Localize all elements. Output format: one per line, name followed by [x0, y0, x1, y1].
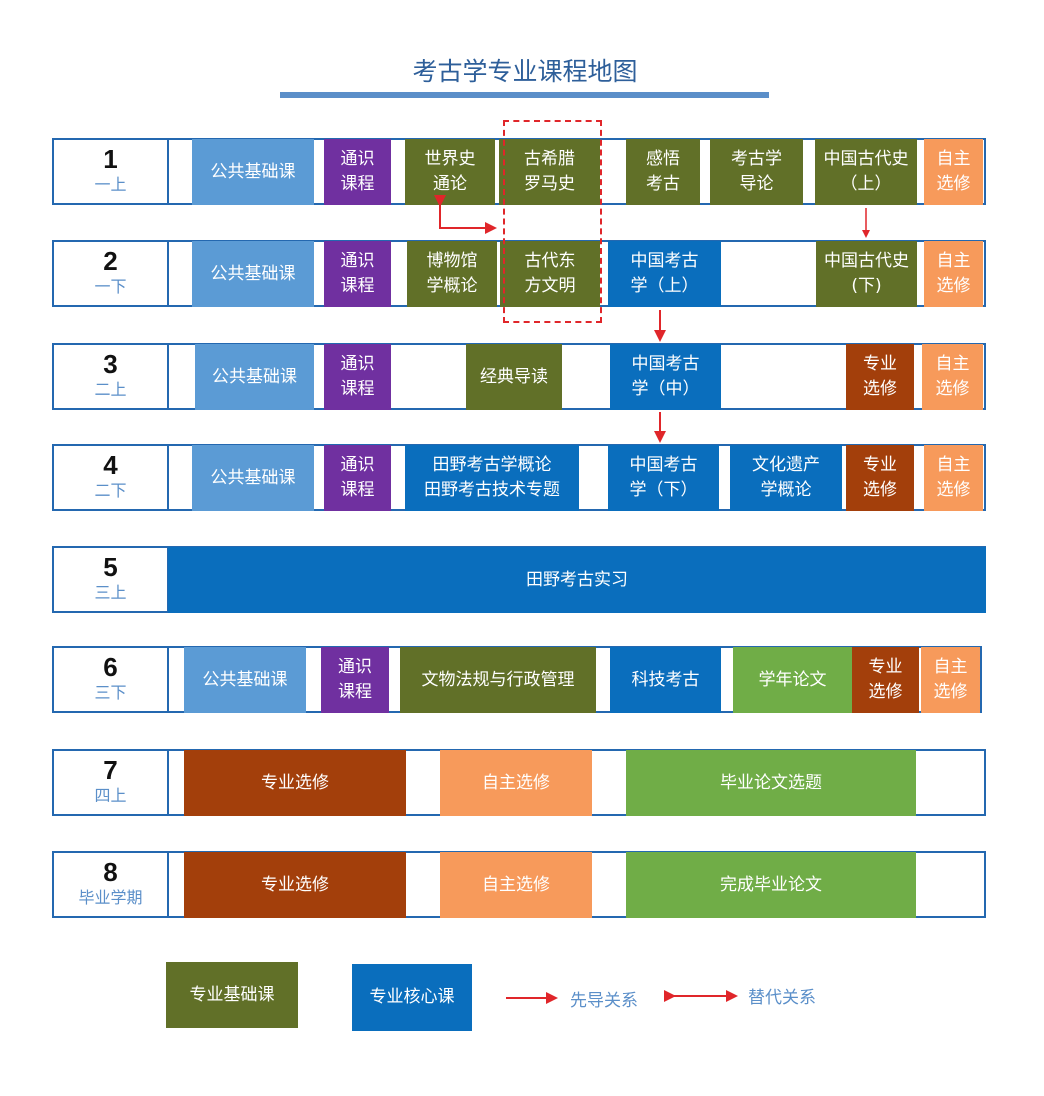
course-block-thesis: 学年论文 [733, 647, 852, 713]
course-block-major: 专业选修 [184, 750, 406, 816]
course-block-public: 公共基础课 [184, 647, 306, 713]
course-block-base: 考古学 导论 [710, 139, 803, 205]
course-block-base: 古代东 方文明 [500, 241, 600, 307]
course-block-free: 自主选修 [440, 852, 592, 918]
legend-replace-label: 替代关系 [748, 988, 816, 1008]
course-block-public: 公共基础课 [192, 241, 314, 307]
semester-name: 二上 [94, 380, 127, 399]
course-block-free: 自主 选修 [924, 241, 983, 307]
semester-name: 三下 [94, 683, 127, 702]
semester-number: 4 [103, 450, 118, 480]
course-block-base: 博物馆 学概论 [407, 241, 497, 307]
legend-base-course: 专业基础课 [166, 962, 298, 1028]
course-block-general: 通识 课程 [324, 344, 391, 410]
course-block-base: 中国古代史 (下) [816, 241, 917, 307]
semester-name: 一下 [94, 277, 127, 296]
course-block-core: 中国考古 学（下） [608, 445, 719, 511]
course-block-general: 通识 课程 [324, 139, 391, 205]
course-block-free: 自主 选修 [922, 344, 983, 410]
course-block-base: 古希腊 罗马史 [499, 139, 600, 205]
course-block-thesis: 毕业论文选题 [626, 750, 916, 816]
semester-name: 二下 [94, 481, 127, 500]
legend-core-course: 专业核心课 [352, 964, 472, 1031]
course-block-base: 世界史 通论 [405, 139, 495, 205]
course-block-core: 田野考古学概论 田野考古技术专题 [405, 445, 579, 511]
replacement-arrow [434, 195, 497, 234]
course-block-base: 经典导读 [466, 344, 562, 410]
course-block-public: 公共基础课 [195, 344, 314, 410]
course-block-major: 专业 选修 [852, 647, 919, 713]
course-block-free: 自主 选修 [921, 647, 980, 713]
semester-number: 5 [103, 552, 118, 582]
course-block-core: 文化遗产 学概论 [730, 445, 842, 511]
legend-base-label: 专业基础课 [189, 984, 275, 1005]
course-block-thesis: 完成毕业论文 [626, 852, 916, 918]
semester-number: 3 [103, 349, 118, 379]
course-block-core: 中国考古 学（中） [610, 344, 721, 410]
course-block-base: 感悟 考古 [626, 139, 700, 205]
course-block-general: 通识 课程 [324, 241, 391, 307]
course-block-base: 文物法规与行政管理 [400, 647, 596, 713]
course-block-core: 田野考古实习 [168, 547, 986, 613]
semester-name: 三上 [94, 583, 127, 602]
course-block-major: 专业 选修 [846, 445, 914, 511]
course-block-free: 自主选修 [440, 750, 592, 816]
course-block-public: 公共基础课 [192, 139, 314, 205]
course-block-major: 专业选修 [184, 852, 406, 918]
course-block-core: 科技考古 [610, 647, 721, 713]
semester-number: 2 [103, 246, 118, 276]
page-title: 考古学专业课程地图 [412, 57, 638, 86]
semester-number: 7 [103, 755, 118, 785]
legend-prereq-label: 先导关系 [570, 991, 638, 1011]
course-block-core: 中国考古 学（上） [608, 241, 721, 307]
semester-number: 8 [103, 857, 118, 887]
course-block-general: 通识 课程 [321, 647, 389, 713]
semester-number: 6 [103, 652, 118, 682]
course-block-base: 中国古代史 （上） [815, 139, 917, 205]
semester-number: 1 [103, 144, 118, 174]
semester-name: 一上 [94, 175, 127, 194]
course-block-major: 专业 选修 [846, 344, 914, 410]
course-block-public: 公共基础课 [192, 445, 314, 511]
course-block-free: 自主 选修 [924, 139, 983, 205]
semester-name: 四上 [94, 786, 127, 805]
title-underline [280, 92, 769, 98]
semester-name: 毕业学期 [78, 888, 143, 907]
course-block-free: 自主 选修 [924, 445, 983, 511]
course-block-general: 通识 课程 [324, 445, 391, 511]
legend-core-label: 专业核心课 [369, 987, 455, 1007]
